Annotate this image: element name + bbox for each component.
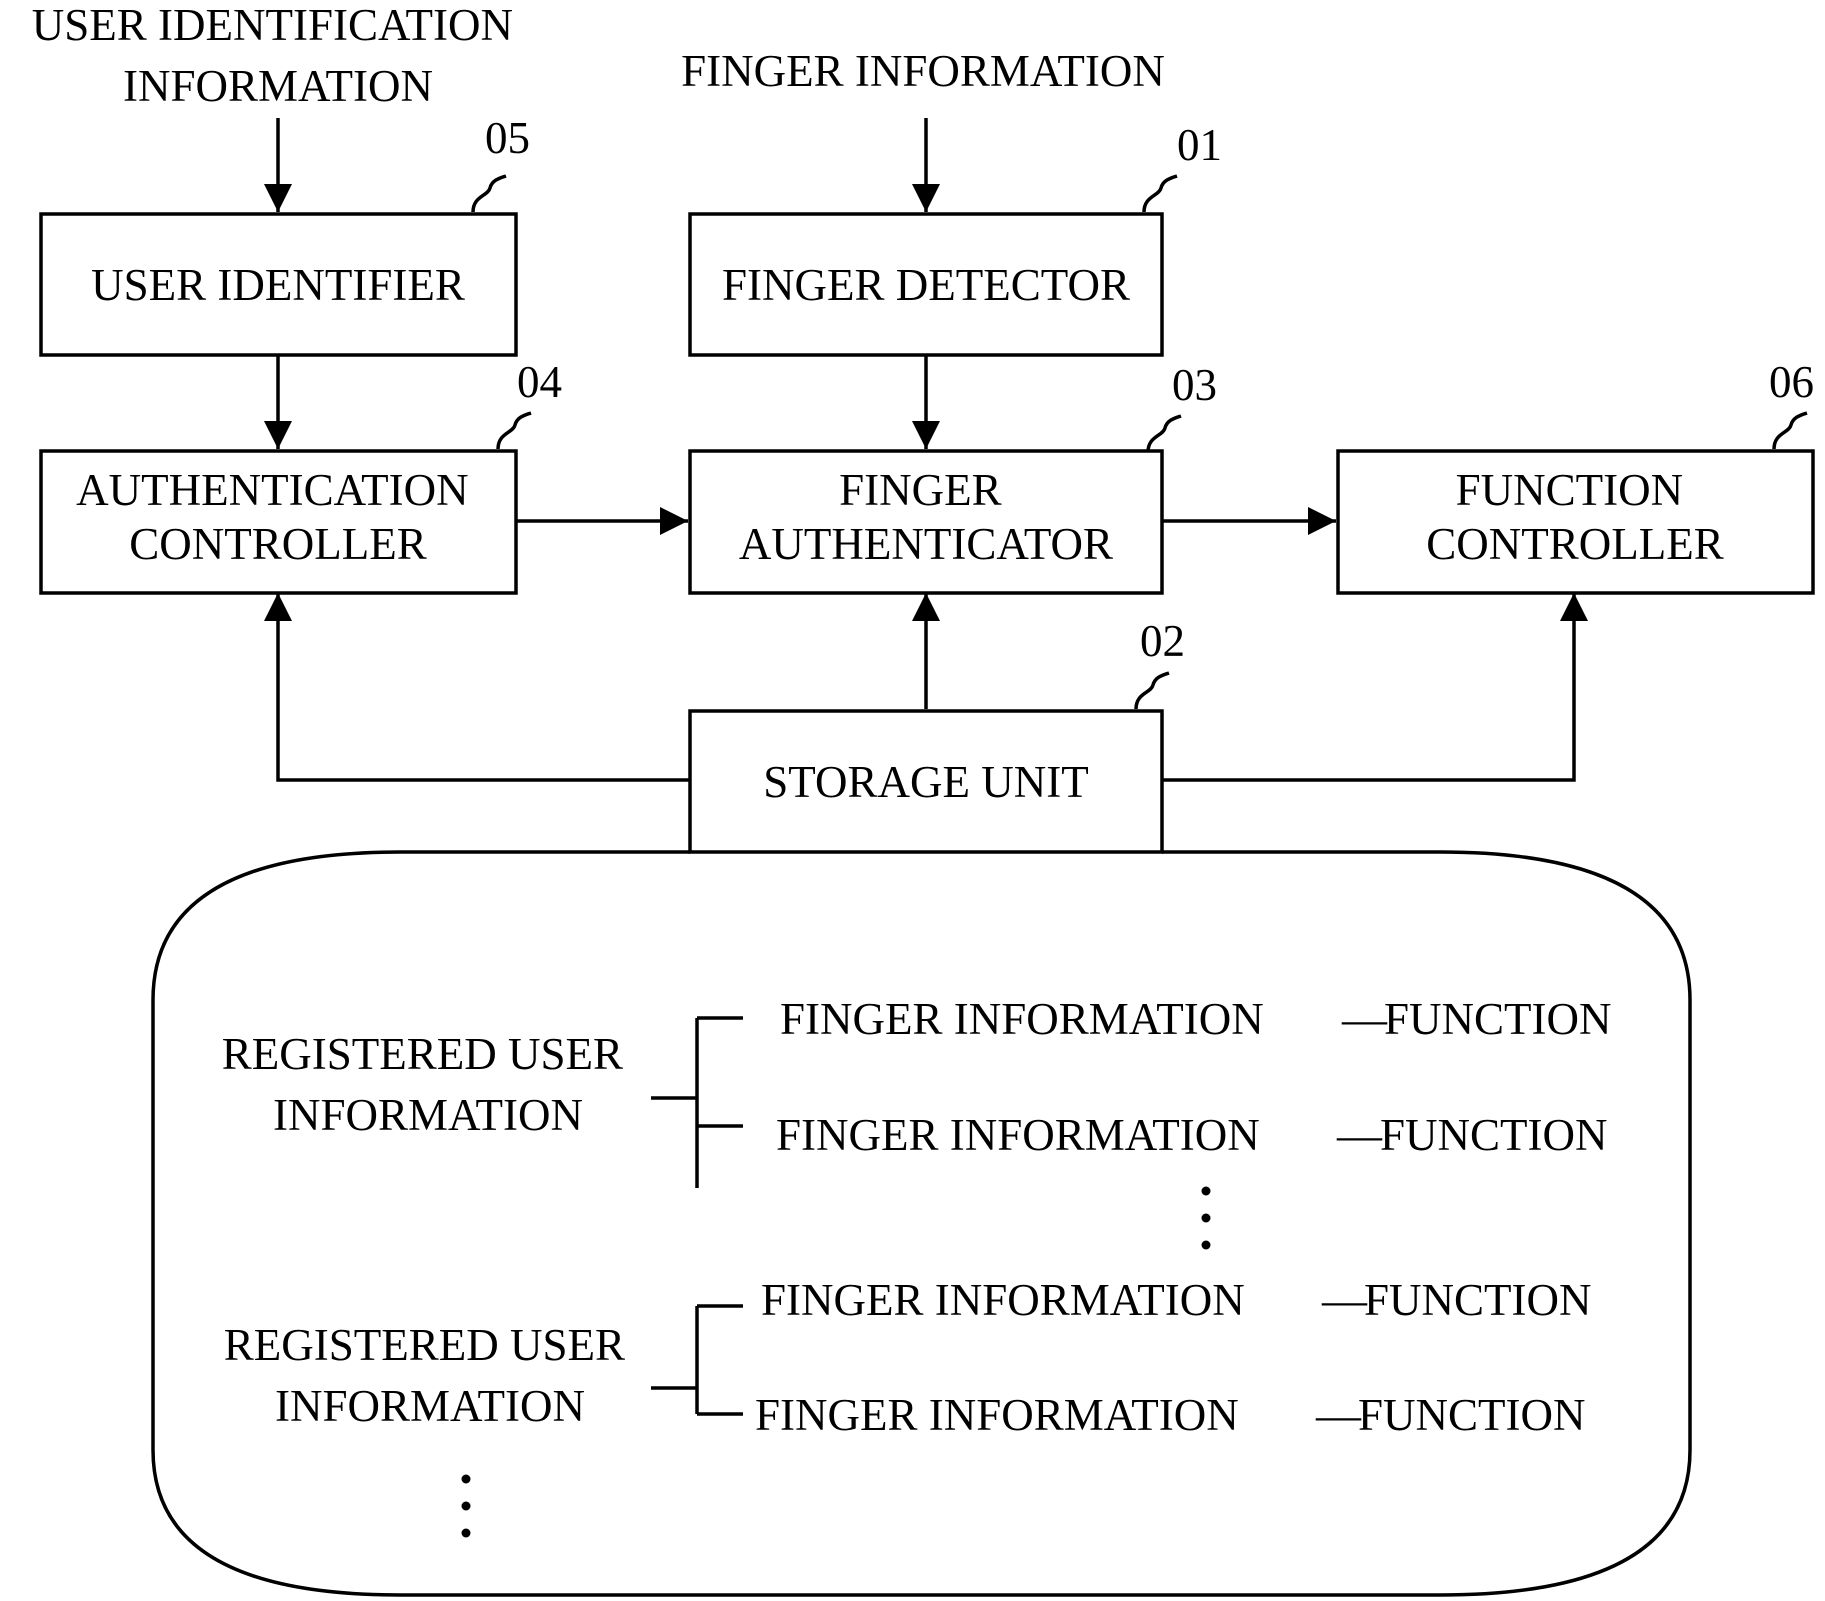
finger-function-entry: FINGER INFORMATION — FUNCTION [776,1110,1608,1160]
user-identifier-block: USER IDENTIFIER [41,214,516,355]
storage-unit-label: STORAGE UNIT [763,757,1088,807]
ref-03: 03 [1172,360,1217,410]
ref-01: 01 [1177,120,1222,170]
ref-leader-04 [498,413,531,449]
finger-function-entry: FINGER INFORMATION — FUNCTION [780,994,1612,1044]
finger-detector-label: FINGER DETECTOR [722,260,1130,310]
arrow-storage-to-function-controller [1162,593,1574,780]
bracket [651,1018,743,1188]
vertical-ellipsis [1202,1187,1211,1250]
ref-leader-05 [473,176,506,212]
ref-05: 05 [485,113,530,163]
storage-unit-block: STORAGE UNIT [690,711,1162,852]
ref-leader-03 [1148,416,1181,452]
ref-leader-02 [1136,673,1169,709]
finger-info-input-label: FINGER INFORMATION [681,46,1165,96]
user-identification-info-input-label: USER IDENTIFICATION INFORMATION [32,0,524,111]
finger-detector-block: FINGER DETECTOR [690,214,1162,355]
finger-function-entry: FINGER INFORMATION — FUNCTION [755,1390,1586,1440]
ref-04: 04 [517,357,562,407]
registered-user-info-label: REGISTERED USER INFORMATION [222,1029,635,1140]
finger-authenticator-block: FINGER AUTHENTICATOR [690,451,1162,593]
registered-user-group: REGISTERED USER INFORMATION FINGER INFOR… [222,994,1612,1188]
registered-user-info-label: REGISTERED USER INFORMATION [224,1320,637,1431]
registered-user-group: REGISTERED USER INFORMATION FINGER INFOR… [224,1275,1592,1440]
bracket [651,1306,743,1414]
ref-leader-06 [1774,413,1807,449]
ref-leader-01 [1144,176,1177,212]
ref-02: 02 [1140,616,1185,666]
arrow-storage-to-auth-controller [278,593,690,780]
function-controller-block: FUNCTION CONTROLLER [1338,451,1813,593]
user-identifier-label: USER IDENTIFIER [91,260,465,310]
storage-contents-container [153,852,1690,1595]
ref-06: 06 [1769,357,1814,407]
finger-function-entry: FINGER INFORMATION — FUNCTION [761,1275,1592,1325]
authentication-controller-block: AUTHENTICATION CONTROLLER [41,451,516,593]
vertical-ellipsis [462,1475,471,1538]
